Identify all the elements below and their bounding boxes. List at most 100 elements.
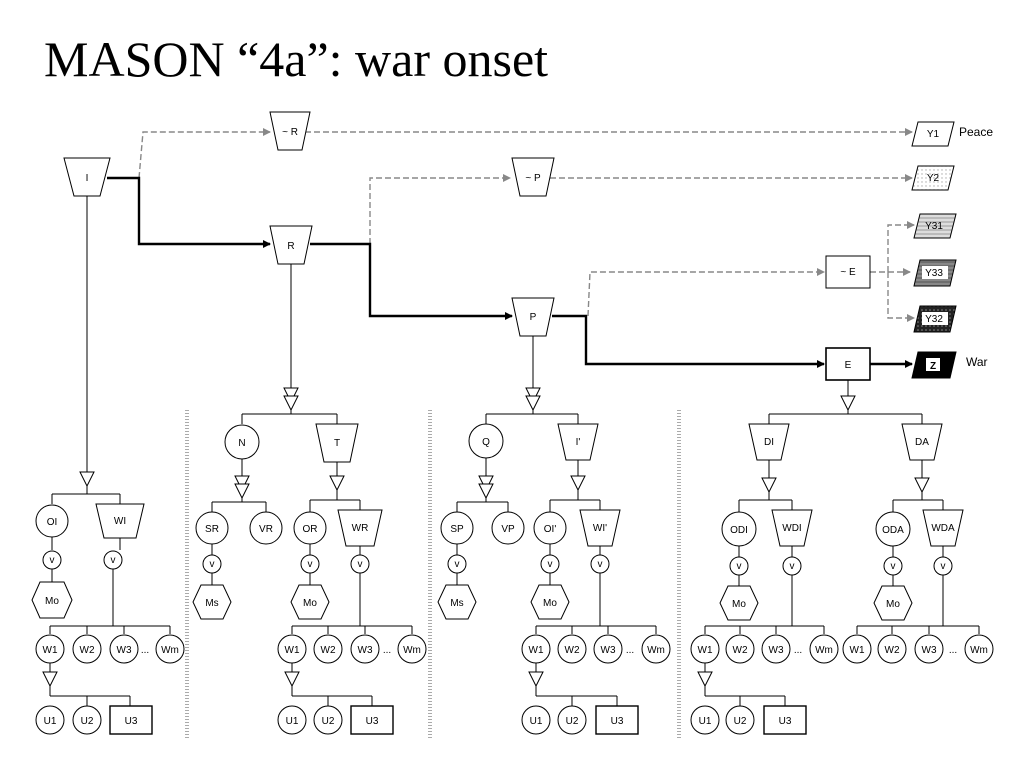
svg-text:Y2: Y2 <box>927 173 940 184</box>
node-u1-i: U1 <box>44 716 57 727</box>
node-i-prime: I' <box>576 437 581 448</box>
outcome-y32: Y32 <box>913 305 957 333</box>
section-r: N T SR VR v Ms OR WR v Mo <box>192 387 427 735</box>
or-op-p-o: v <box>548 559 553 570</box>
node-oi: OI <box>47 517 58 528</box>
node-u1-di: U1 <box>699 716 712 727</box>
connector-p-to-not-e <box>587 268 825 317</box>
node-sr: SR <box>205 524 219 535</box>
node-ms-r: Ms <box>205 598 218 609</box>
outcome-y2: Y2 <box>911 165 955 191</box>
node-u2-di: U2 <box>734 716 747 727</box>
or-op-p-w: v <box>598 559 603 570</box>
svg-text:I: I <box>86 173 89 184</box>
node-oi-prime: OI' <box>544 524 557 535</box>
peace-label: Peace <box>959 125 993 139</box>
node-u1-p: U1 <box>530 716 543 727</box>
ellipsis-da: ... <box>949 645 957 656</box>
section-p: Q I' SP VP v Ms OI' WI' v Mo <box>437 387 671 735</box>
node-w1-p: W1 <box>529 645 544 656</box>
node-wdi: WDI <box>782 523 801 534</box>
svg-text:E: E <box>845 360 852 371</box>
section-e: DI DA ODI WDI v Mo v W1 W2 W3 ... <box>690 395 994 735</box>
node-vp: VP <box>501 524 515 535</box>
node-w1-da: W1 <box>850 645 865 656</box>
or-op-da-w: v <box>941 561 946 572</box>
svg-text:R: R <box>287 241 294 252</box>
node-w2-da: W2 <box>885 645 900 656</box>
node-u3-p: U3 <box>611 716 624 727</box>
node-w3-di: W3 <box>769 645 784 656</box>
outcome-y31: Y31 <box>913 213 957 239</box>
connector-i-to-r <box>107 176 271 248</box>
node-q: Q <box>482 437 490 448</box>
or-op-p-s: v <box>455 559 460 570</box>
or-op-da-o: v <box>891 561 896 572</box>
node-mo-i: Mo <box>45 596 59 607</box>
outcome-z: Z <box>911 351 957 379</box>
connector-r-to-not-p <box>369 174 511 244</box>
svg-text:Z: Z <box>930 361 936 372</box>
node-u3-r: U3 <box>366 716 379 727</box>
node-u3-i: U3 <box>125 716 138 727</box>
svg-text:Y31: Y31 <box>925 221 943 232</box>
node-mo-da: Mo <box>886 599 900 610</box>
node-wr: WR <box>352 523 369 534</box>
node-wda: WDA <box>931 523 955 534</box>
node-not-p: ~ P <box>511 157 555 197</box>
ellipsis-i: ... <box>141 645 149 656</box>
node-wi: WI <box>114 516 126 527</box>
node-wm-i: Wm <box>161 645 179 656</box>
svg-text:~ R: ~ R <box>282 127 298 138</box>
outcome-y33: Y33 <box>913 259 957 287</box>
ellipsis-p: ... <box>626 645 634 656</box>
svg-text:Y1: Y1 <box>927 129 940 140</box>
node-vr: VR <box>259 524 273 535</box>
outcome-y1: Y1 <box>911 121 955 147</box>
node-w3-r: W3 <box>358 645 373 656</box>
node-di: DI <box>764 437 774 448</box>
node-t: T <box>334 438 340 449</box>
or-op-di-w: v <box>790 561 795 572</box>
node-wm-da: Wm <box>970 645 988 656</box>
or-op-i-o: v <box>50 555 55 566</box>
ellipsis-r: ... <box>383 645 391 656</box>
svg-text:P: P <box>530 312 537 323</box>
or-op-di-o: v <box>737 561 742 572</box>
node-w1-r: W1 <box>285 645 300 656</box>
node-w1-i: W1 <box>43 645 58 656</box>
slide-title: MASON “4a”: war onset <box>44 31 549 87</box>
node-wm-di: Wm <box>815 645 833 656</box>
svg-text:~ P: ~ P <box>525 173 541 184</box>
node-odi: ODI <box>730 525 748 536</box>
node-mo-di: Mo <box>732 599 746 610</box>
node-w2-i: W2 <box>80 645 95 656</box>
node-not-e: ~ E <box>825 255 871 289</box>
svg-text:Y33: Y33 <box>925 268 943 279</box>
node-u2-i: U2 <box>81 716 94 727</box>
node-w1-di: W1 <box>698 645 713 656</box>
node-wi-prime: WI' <box>593 523 607 534</box>
or-op-r-o: v <box>308 559 313 570</box>
node-u3-di: U3 <box>779 716 792 727</box>
node-wm-p: Wm <box>647 645 665 656</box>
node-w3-i: W3 <box>117 645 132 656</box>
node-sp: SP <box>450 524 464 535</box>
connector-i-to-not-r <box>138 128 271 179</box>
node-da: DA <box>915 437 929 448</box>
node-r: R <box>269 225 313 265</box>
or-op-i-w: v <box>111 555 116 566</box>
section-separators <box>185 410 681 738</box>
node-ms-p: Ms <box>450 598 463 609</box>
or-op-r-s: v <box>210 559 215 570</box>
subtree-links <box>86 196 849 472</box>
node-mo-r: Mo <box>303 598 317 609</box>
svg-text:~ E: ~ E <box>840 267 856 278</box>
node-w2-di: W2 <box>733 645 748 656</box>
connector-not-e-to-y31 <box>887 221 915 272</box>
node-oda: ODA <box>882 525 904 536</box>
section-i: OI WI v v Mo W1 W2 W3 ... Wm U1 <box>31 471 185 735</box>
or-op-r-w: v <box>358 559 363 570</box>
node-mo-p: Mo <box>543 598 557 609</box>
connector-not-e-to-y32 <box>887 272 915 322</box>
